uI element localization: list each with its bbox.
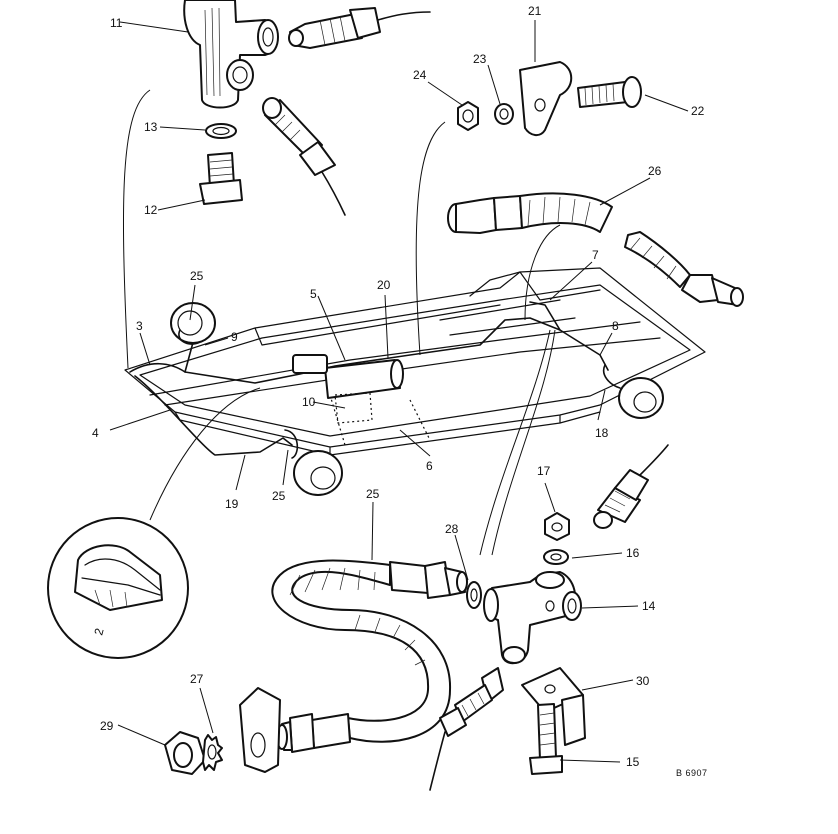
callout-6: 6 — [426, 459, 433, 473]
callout-25-hose: 25 — [366, 487, 380, 501]
callout-8: 8 — [612, 319, 619, 333]
callout-15: 15 — [626, 755, 640, 769]
chassis-connector — [292, 354, 328, 374]
clip-inset — [47, 517, 189, 659]
callout-4: 4 — [92, 426, 99, 440]
banjo-bolt — [199, 123, 243, 205]
clip-bolt — [577, 76, 642, 108]
copper-washer — [466, 581, 482, 609]
front-left-brake-drum — [170, 302, 216, 345]
callout-29: 29 — [100, 719, 114, 733]
callout-14: 14 — [642, 599, 656, 613]
four-way-connector-large — [183, 0, 279, 109]
hose-bracket — [239, 687, 281, 773]
callout-27: 27 — [190, 672, 204, 686]
callout-labels: 11 13 12 21 23 24 22 26 7 8 25 3 9 5 20 … — [91, 4, 707, 778]
pedal-box — [334, 392, 373, 424]
flexible-hose-front — [271, 559, 468, 753]
bracket-bolt — [529, 703, 563, 775]
callout-12: 12 — [144, 203, 158, 217]
mounting-clip — [519, 61, 573, 136]
callout-25-lower: 25 — [272, 489, 286, 503]
mounting-bracket — [521, 667, 586, 746]
callout-22: 22 — [691, 104, 705, 118]
figure-reference-code: B 6907 — [676, 768, 708, 778]
four-way-connector-small — [483, 571, 582, 665]
pipe-union-top — [288, 7, 431, 49]
callout-13: 13 — [144, 120, 158, 134]
callout-26: 26 — [648, 164, 662, 178]
leader-lines — [109, 20, 689, 763]
rear-brake-drum — [602, 364, 664, 419]
chassis-frame — [124, 267, 706, 456]
plain-washer-lower — [543, 549, 569, 565]
callout-17: 17 — [537, 464, 551, 478]
front-right-brake-drum — [284, 429, 343, 496]
pipe-union-lower — [429, 667, 504, 791]
pipe-union-angled — [262, 97, 346, 216]
spring-washer — [494, 103, 514, 125]
callout-3: 3 — [136, 319, 143, 333]
callout-19: 19 — [225, 497, 239, 511]
callout-9: 9 — [231, 330, 238, 344]
hex-nut-lower — [544, 512, 570, 541]
callout-25-upper: 25 — [190, 269, 204, 283]
callout-21: 21 — [528, 4, 542, 18]
pipe-union-right — [593, 444, 669, 529]
hex-nut-bottom — [164, 731, 206, 775]
shakeproof-washer — [202, 734, 223, 771]
callout-2: 2 — [91, 626, 106, 636]
callout-30: 30 — [636, 674, 650, 688]
master-cylinder — [324, 359, 404, 399]
hex-nut-top — [457, 101, 479, 131]
flexible-hose-rear — [447, 192, 744, 307]
callout-16: 16 — [626, 546, 640, 560]
callout-24: 24 — [413, 68, 427, 82]
callout-11: 11 — [110, 16, 123, 30]
callout-5: 5 — [310, 287, 317, 301]
callout-18: 18 — [595, 426, 609, 440]
callout-10: 10 — [302, 395, 316, 409]
callout-28: 28 — [445, 522, 459, 536]
callout-20: 20 — [377, 278, 391, 292]
callout-23: 23 — [473, 52, 487, 66]
callout-7: 7 — [592, 248, 599, 262]
